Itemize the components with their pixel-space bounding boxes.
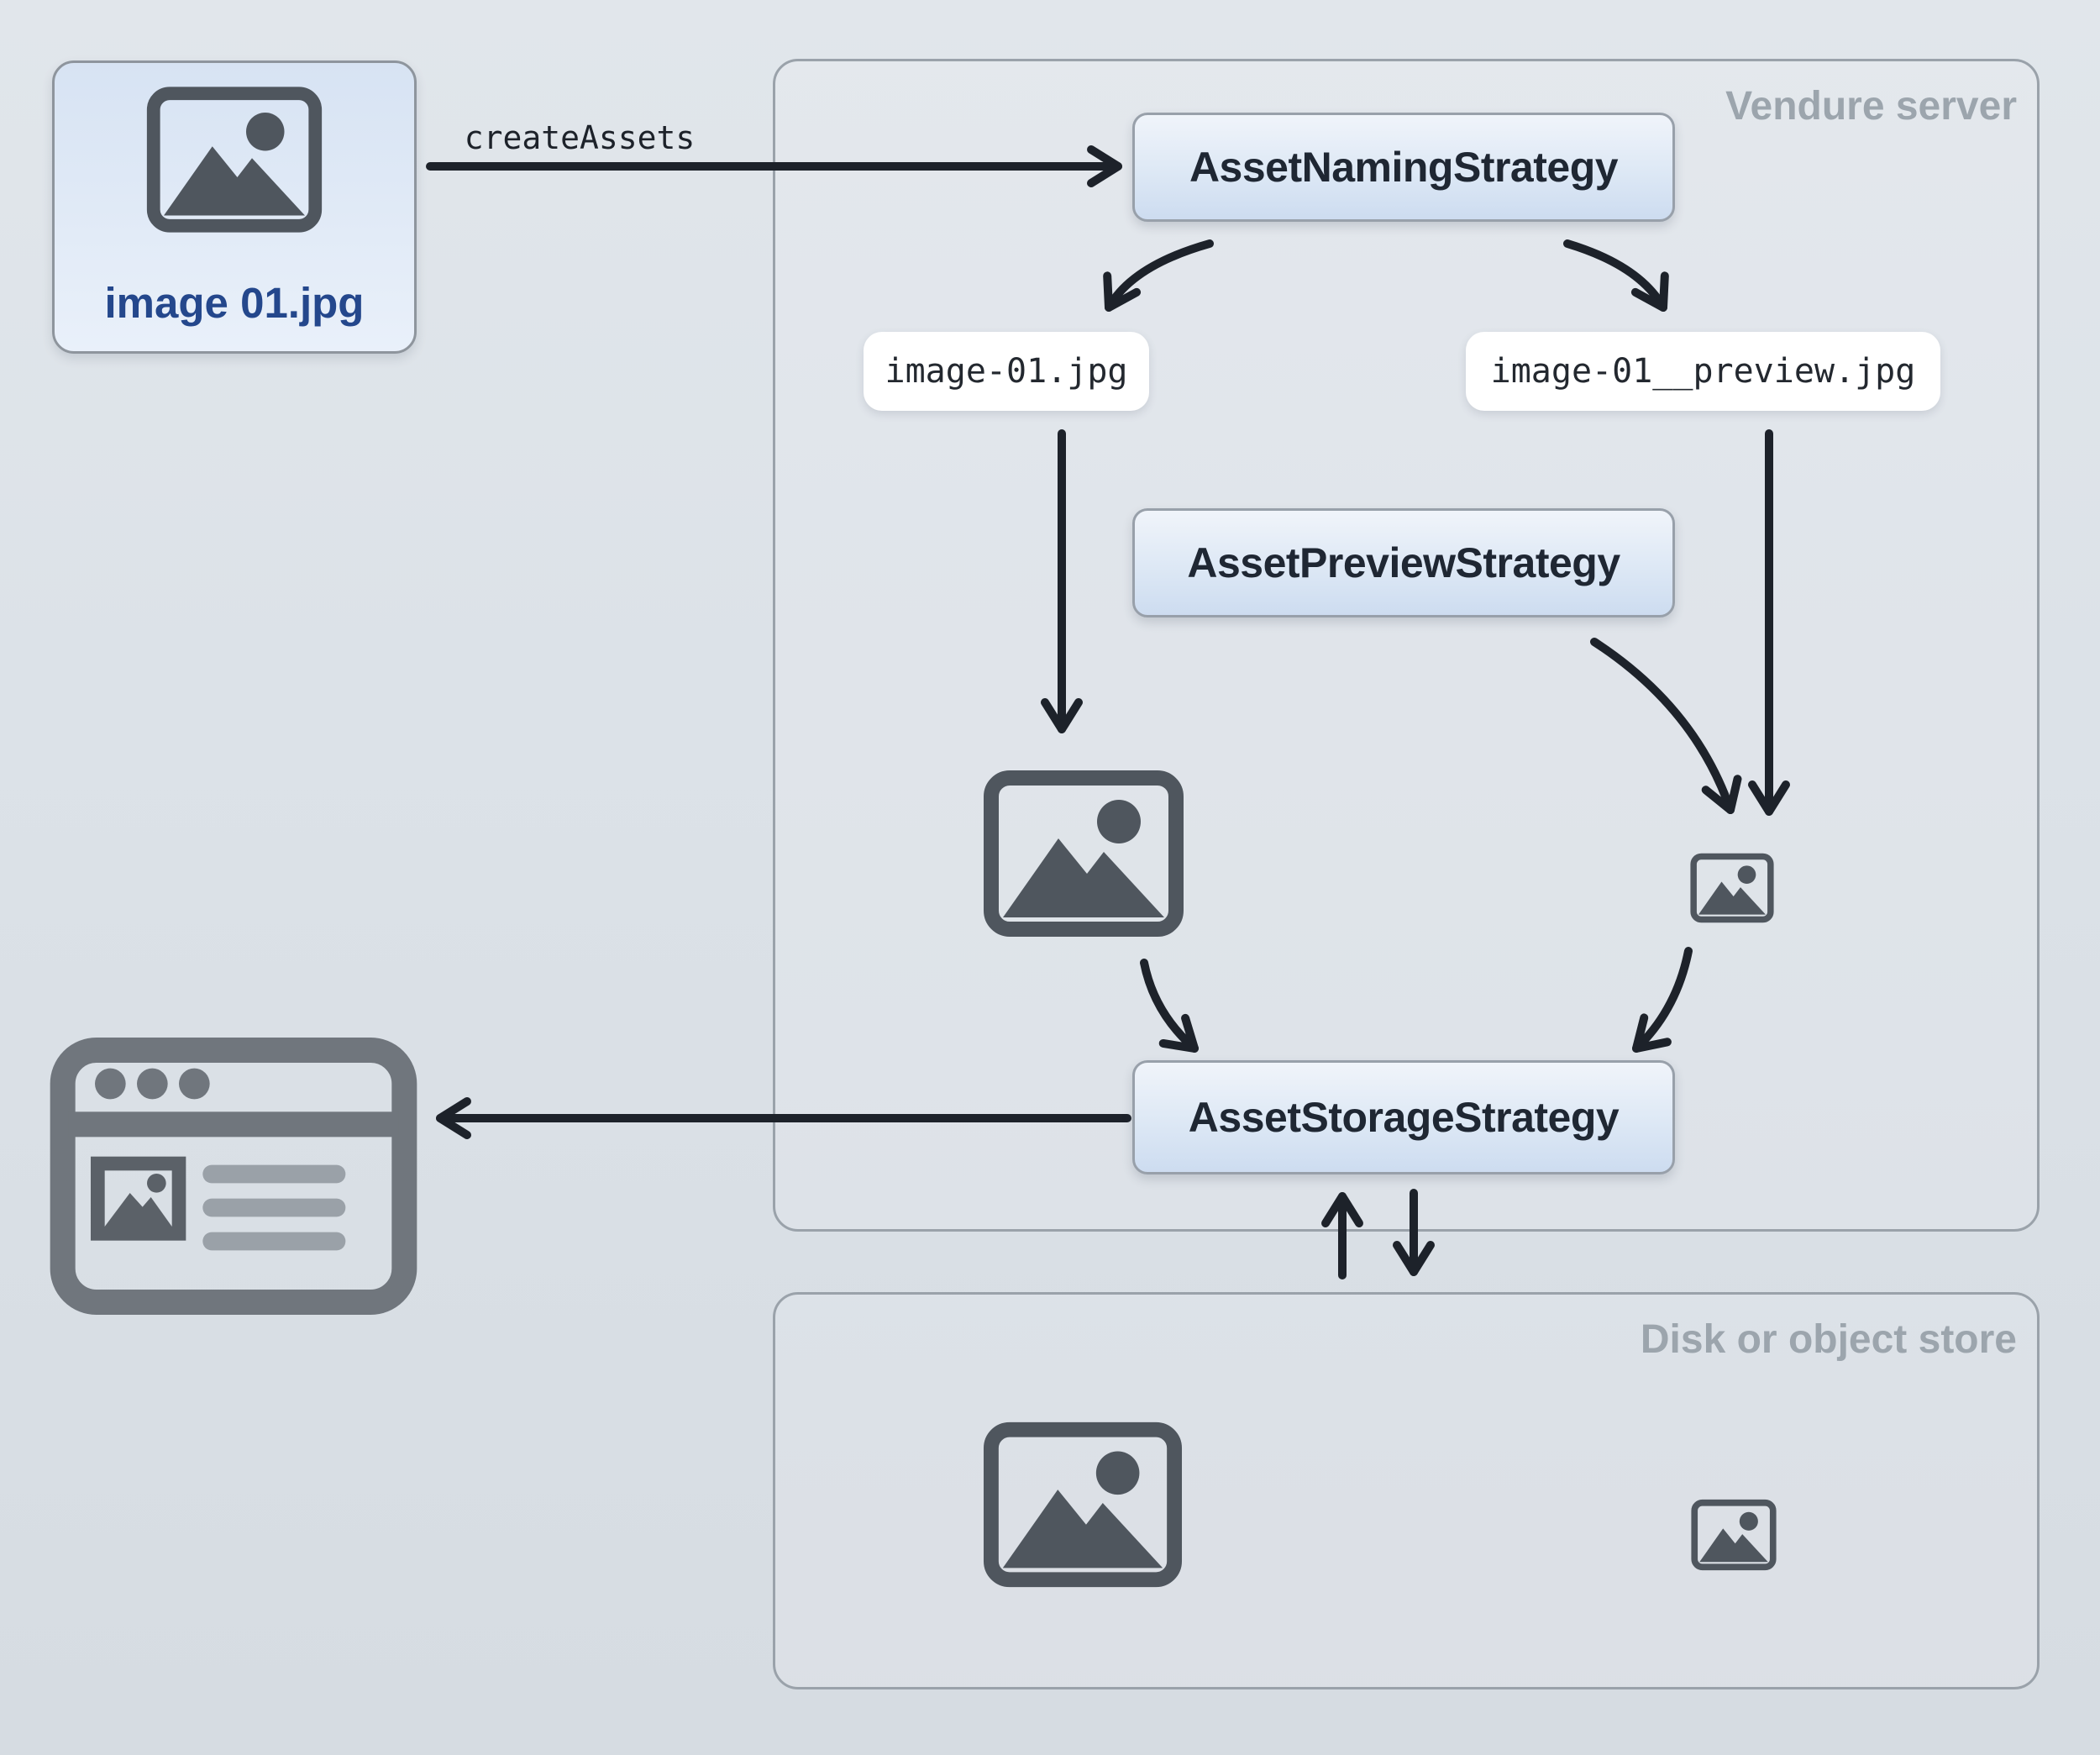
image-icon: [983, 769, 1184, 938]
disk-store-box: Disk or object store: [773, 1292, 2040, 1689]
asset-naming-strategy-node: AssetNamingStrategy: [1132, 113, 1675, 222]
image-preview-icon: [1690, 851, 1774, 925]
asset-preview-strategy-node: AssetPreviewStrategy: [1132, 508, 1675, 617]
browser-icon: [49, 1036, 418, 1316]
create-assets-label: createAssets: [464, 119, 696, 156]
source-image-card: image 01.jpg: [52, 60, 417, 354]
vendure-server-box: Vendure server: [773, 59, 2040, 1232]
image-icon: [146, 85, 323, 234]
stored-image-icon: [983, 1418, 1183, 1591]
vendure-server-title: Vendure server: [1725, 84, 2017, 129]
source-filename-pill: image-01.jpg: [864, 332, 1149, 411]
preview-filename-pill: image-01__preview.jpg: [1466, 332, 1940, 411]
source-image-label: image 01.jpg: [104, 279, 365, 327]
disk-store-title: Disk or object store: [1640, 1317, 2017, 1362]
asset-storage-strategy-node: AssetStorageStrategy: [1132, 1060, 1675, 1174]
stored-preview-icon: [1691, 1498, 1777, 1572]
